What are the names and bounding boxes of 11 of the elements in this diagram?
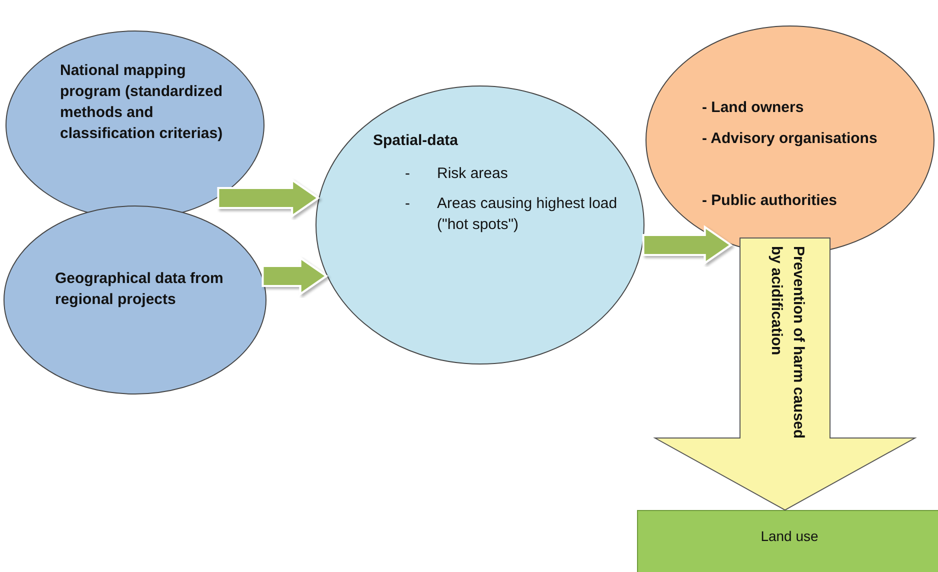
node-text: Spatial-data	[373, 131, 460, 151]
node-text: Geographical data from regional projects	[55, 269, 224, 310]
node-text: - Public authorities	[702, 191, 838, 211]
node-text: - Land owners	[702, 98, 805, 118]
node-text: - Advisory organisations	[702, 129, 878, 149]
block-arrow	[653, 238, 917, 511]
node-text: - Risk areas	[405, 164, 509, 184]
node-text: Land use	[760, 527, 820, 546]
edge-label: Prevention of harm caused by acidification	[767, 246, 808, 441]
node-text: - Areas causing highest load ("hot spots")	[405, 194, 618, 235]
node-text: National mapping program (standardized methods and classification criterias)	[60, 61, 224, 144]
